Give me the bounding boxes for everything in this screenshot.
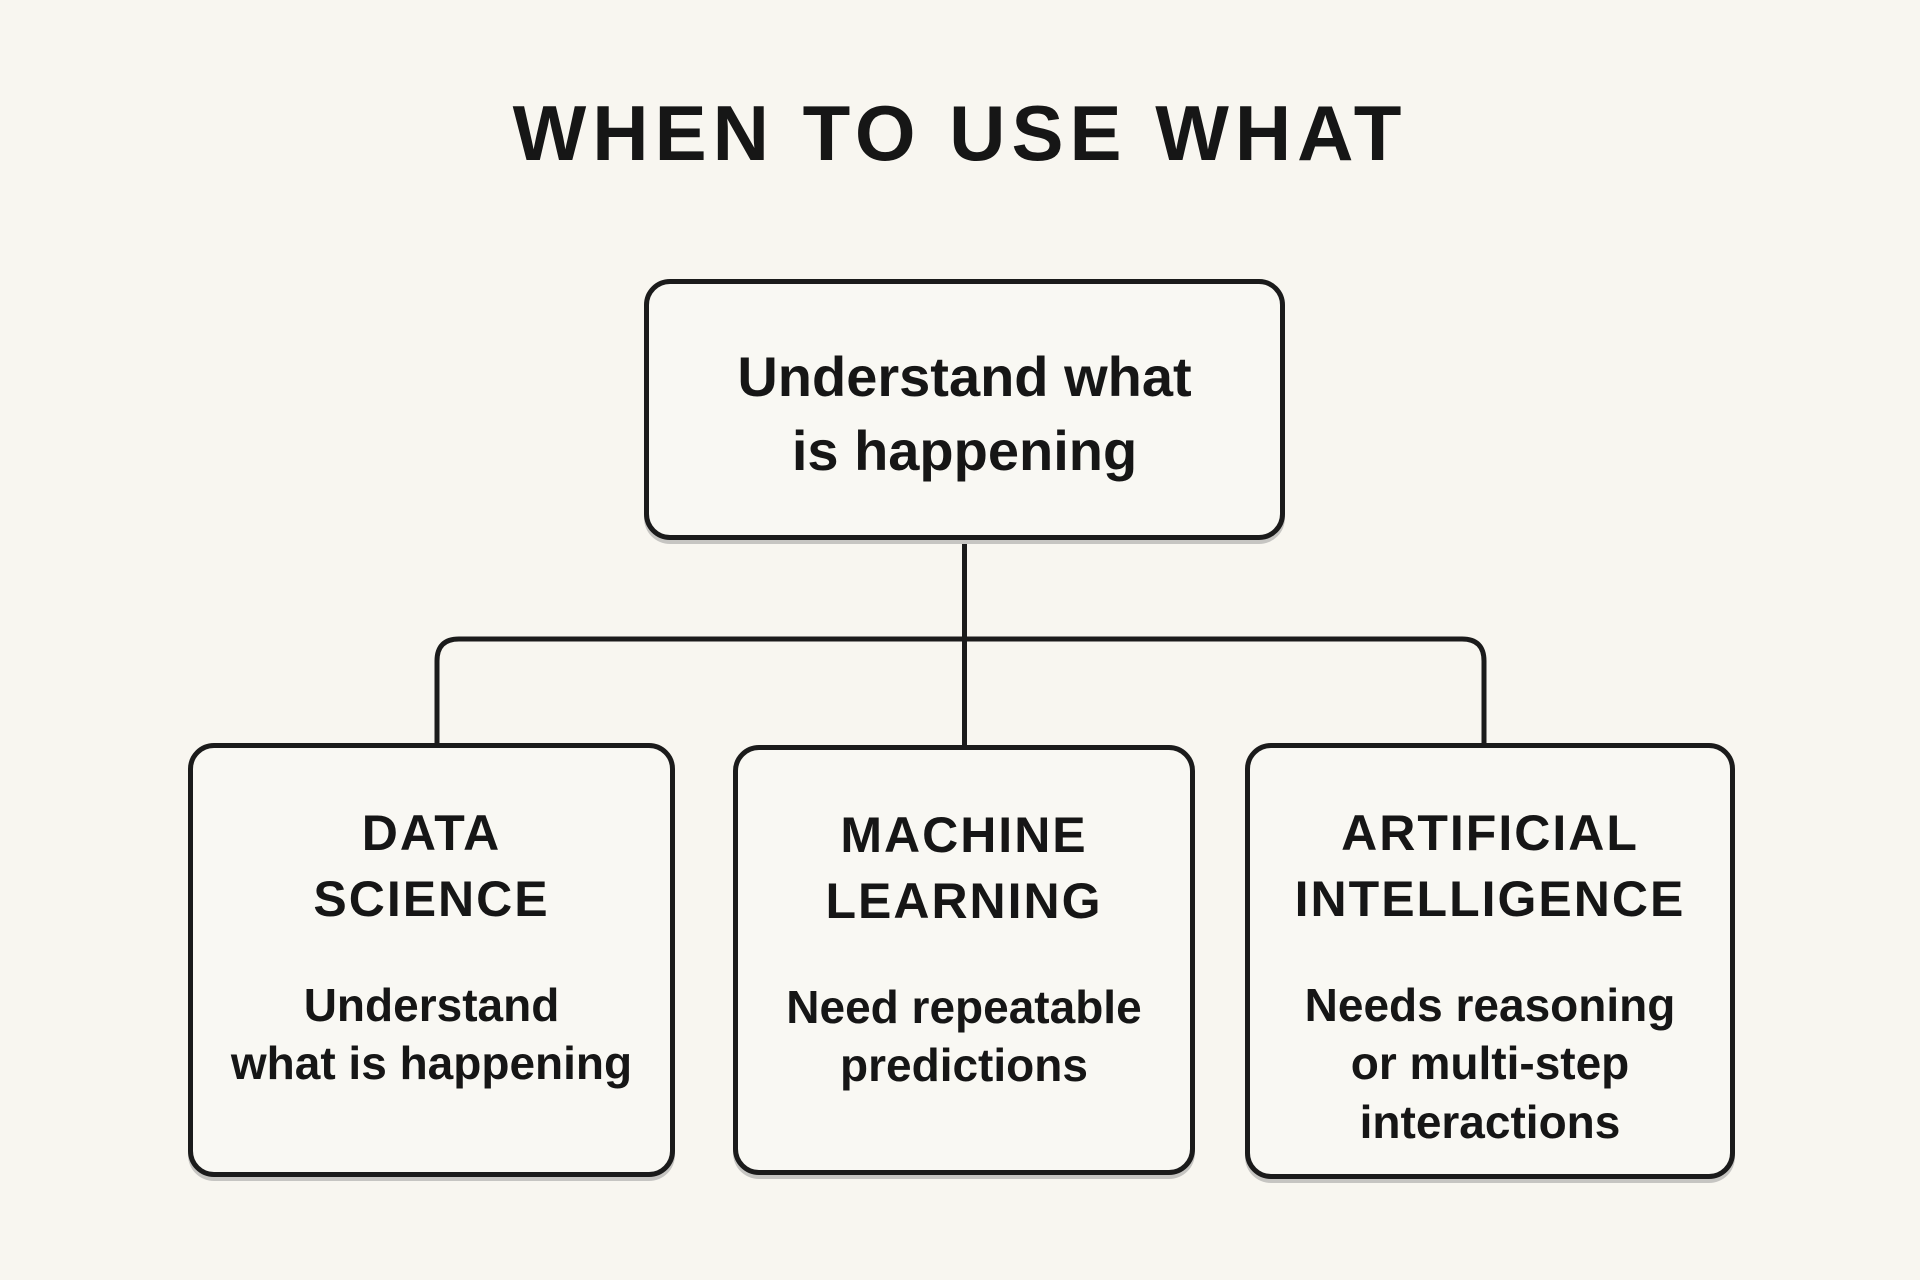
node-body: Need repeatable predictions [786, 978, 1141, 1095]
node-heading-line: DATA [361, 805, 502, 861]
node-machine-learning: MACHINE LEARNING Need repeatable predict… [733, 745, 1195, 1175]
page-title: WHEN TO USE WHAT [512, 89, 1408, 177]
node-heading-line: ARTIFICIAL [1341, 805, 1639, 861]
node-heading: MACHINE LEARNING [825, 802, 1102, 934]
node-heading-line: LEARNING [825, 873, 1103, 929]
branch-bracket-line [434, 636, 1487, 748]
node-data-science: DATA SCIENCE Understand what is happenin… [188, 743, 675, 1177]
node-body-line: or multi-step [1350, 1037, 1630, 1090]
node-artificial-intelligence: ARTIFICIAL INTELLIGENCE Needs reasoning … [1245, 743, 1735, 1179]
node-heading: ARTIFICIAL INTELLIGENCE [1295, 800, 1686, 932]
root-node-label-line: is happening [791, 418, 1138, 482]
node-body-line: Need repeatable [786, 981, 1142, 1033]
root-node-label-line: Understand what [737, 344, 1192, 408]
node-body-line: interactions [1359, 1095, 1621, 1148]
root-node: Understand what is happening [644, 279, 1285, 540]
node-heading: DATA SCIENCE [313, 800, 549, 932]
node-body-line: what is happening [230, 1037, 633, 1090]
node-heading-line: SCIENCE [313, 871, 550, 927]
node-body: Needs reasoning or multi-step interactio… [1305, 976, 1676, 1151]
node-body-line: Needs reasoning [1304, 979, 1676, 1031]
node-body-line: predictions [840, 1039, 1088, 1092]
node-body: Understand what is happening [231, 976, 632, 1093]
node-heading-line: MACHINE [840, 807, 1088, 863]
node-heading-line: INTELLIGENCE [1294, 871, 1686, 927]
node-body-line: Understand [303, 979, 560, 1031]
